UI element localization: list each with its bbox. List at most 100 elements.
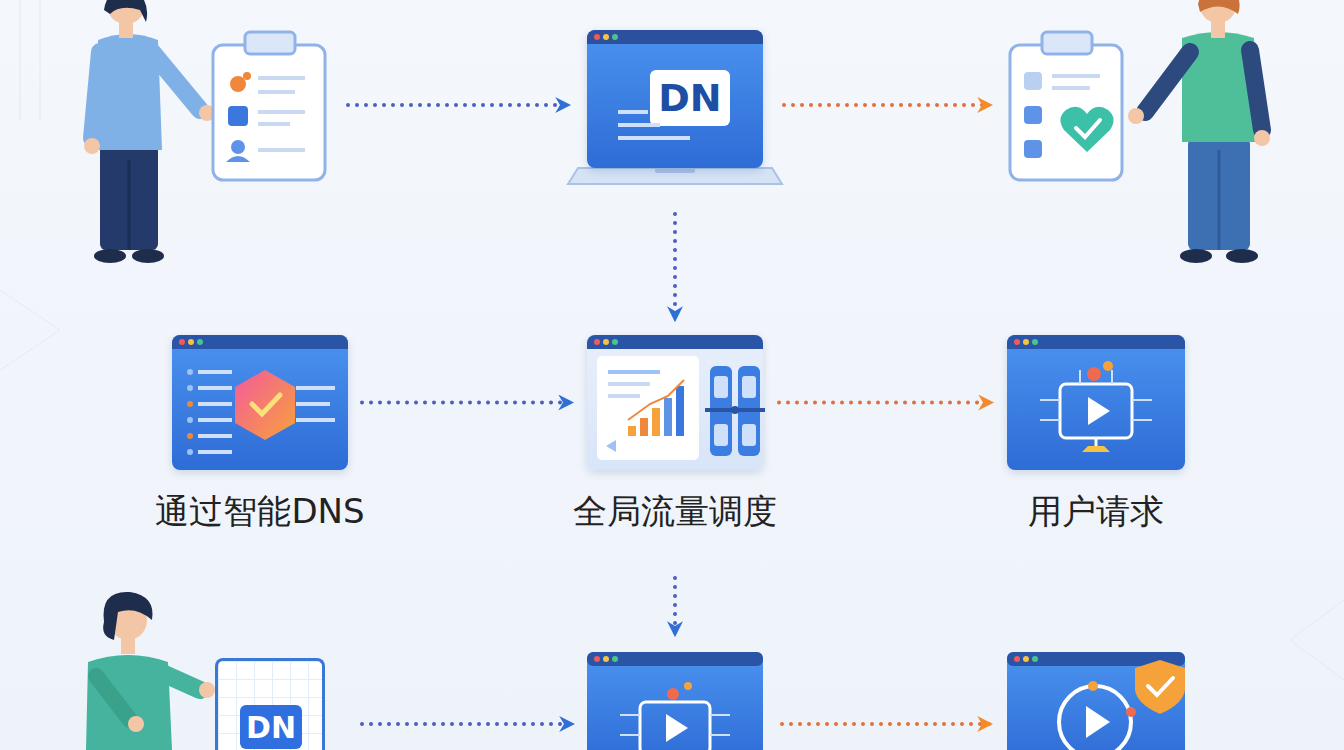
person-figure — [1254, 130, 1270, 146]
dashboard-icon — [608, 382, 650, 386]
laptop-decoration — [603, 34, 609, 40]
video-window — [1023, 656, 1029, 662]
clipboard-icon — [1052, 86, 1090, 90]
clipboard-icon — [1060, 107, 1113, 152]
clipboard-icon — [213, 45, 325, 180]
clipboard-icon — [230, 76, 246, 92]
clipboard-icon — [1010, 32, 1122, 180]
clipboard-icon — [1052, 74, 1100, 78]
video-window — [612, 656, 618, 662]
person-figure — [94, 249, 126, 263]
shield-icon — [187, 401, 193, 407]
video-icon — [1023, 339, 1029, 345]
video-icon — [1082, 446, 1110, 452]
video-icon — [1014, 339, 1152, 452]
person-figure — [84, 0, 215, 263]
dispatch-window: 全局流量调度 — [587, 335, 763, 535]
laptop-decoration — [618, 123, 660, 127]
video-window — [620, 715, 730, 735]
person-figure — [128, 716, 144, 732]
shield-icon — [179, 339, 185, 345]
request-window: 用户请求 — [1007, 335, 1185, 535]
video-icon — [1103, 361, 1113, 371]
person-figure — [199, 682, 215, 698]
person-figure — [1180, 249, 1212, 263]
dashboard-icon — [676, 386, 684, 436]
video-window — [587, 652, 763, 666]
dashboard-icon — [705, 408, 765, 412]
laptop-decoration — [618, 110, 648, 114]
clipboard-icon — [1024, 106, 1042, 124]
person-figure — [86, 592, 215, 750]
shield-icon — [296, 402, 330, 406]
person-figure — [119, 22, 133, 38]
shield-icon — [296, 386, 335, 390]
laptop-base — [568, 168, 782, 184]
dns-panel: DN — [215, 658, 325, 750]
dashboard-icon — [652, 408, 660, 436]
video-icon — [1032, 339, 1038, 345]
dashboard-icon — [742, 424, 756, 446]
dns-window: 通过智能DNS — [172, 335, 348, 535]
dashboard-icon — [731, 406, 739, 414]
shield-icon — [198, 386, 232, 390]
person-figure — [1188, 138, 1250, 250]
laptop-base — [655, 168, 695, 173]
video-window — [1007, 652, 1185, 750]
shield-icon — [187, 433, 193, 439]
dashboard-icon — [664, 398, 672, 436]
background-decoration — [20, 0, 40, 120]
person-figure — [92, 52, 100, 138]
video-window — [603, 656, 609, 662]
laptop-base — [568, 168, 782, 184]
person-figure — [104, 0, 147, 22]
shield-icon — [187, 417, 193, 423]
dashboard-icon — [714, 376, 728, 398]
flow-arrow — [348, 105, 990, 724]
person-figure — [1145, 52, 1190, 112]
clipboard-icon — [231, 140, 245, 154]
clipboard-icon — [258, 90, 295, 94]
dashboard-icon — [594, 339, 600, 345]
background-decoration — [1290, 600, 1344, 680]
dashboard-icon — [738, 366, 760, 456]
dashboard-icon — [603, 339, 609, 345]
video-icon — [1087, 367, 1101, 381]
video-icon — [1095, 438, 1098, 448]
person-figure — [96, 676, 130, 720]
shield-icon — [296, 418, 335, 422]
video-icon — [1088, 397, 1110, 425]
person-figure — [1128, 0, 1270, 263]
flow-connector — [779, 401, 991, 405]
clipboard-icon — [258, 76, 305, 80]
person-figure — [84, 138, 100, 154]
clipboard-icon — [243, 72, 251, 80]
app-window — [172, 335, 348, 470]
clipboard-icon — [245, 32, 295, 54]
app-window — [587, 335, 763, 470]
person-figure — [1226, 249, 1258, 263]
window-bar — [587, 30, 763, 44]
window-bar — [587, 335, 763, 349]
clipboard-icon — [1076, 120, 1100, 137]
clipboard-icon — [1010, 45, 1122, 180]
dashboard-icon — [597, 356, 699, 460]
video-window — [666, 714, 688, 742]
shield-icon — [198, 450, 232, 454]
dashboard-icon — [608, 394, 640, 398]
shield-icon — [198, 434, 232, 438]
shield-icon — [197, 339, 203, 345]
clipboard-icon — [213, 32, 325, 180]
video-window — [1086, 706, 1110, 738]
video-icon — [1060, 384, 1132, 438]
clipboard-icon — [1024, 72, 1042, 90]
flow-connector — [362, 401, 571, 405]
dashboard-icon — [714, 424, 728, 446]
clipboard-icon — [1042, 32, 1092, 54]
video-window — [1014, 656, 1020, 662]
background-decoration — [0, 0, 1344, 680]
shield-icon — [187, 385, 193, 391]
video-icon — [1040, 370, 1152, 420]
dashboard-icon — [742, 376, 756, 398]
